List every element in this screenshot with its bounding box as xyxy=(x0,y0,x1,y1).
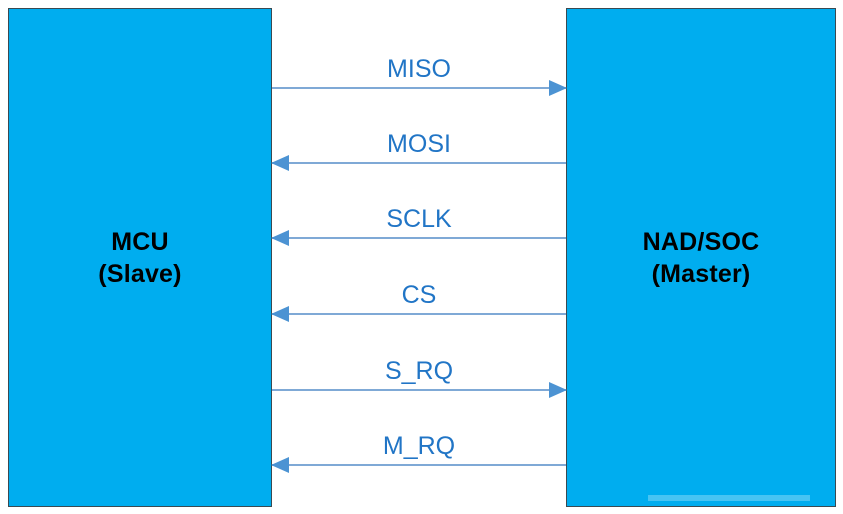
node-nad-soc-role: (Master) xyxy=(651,259,751,288)
node-nad-soc[interactable]: NAD/SOC (Master) xyxy=(566,8,836,507)
node-mcu[interactable]: MCU (Slave) xyxy=(8,8,272,507)
arrow-left-icon xyxy=(271,457,289,473)
node-mcu-name: MCU xyxy=(111,227,169,256)
arrow-right-icon xyxy=(549,382,567,398)
signal-m-rq-wire xyxy=(272,464,566,466)
node-nad-soc-name: NAD/SOC xyxy=(642,227,760,256)
arrow-right-icon xyxy=(549,80,567,96)
signal-sclk-wire xyxy=(272,237,566,239)
signal-s-rq-label: S_RQ xyxy=(384,357,454,385)
arrow-left-icon xyxy=(271,230,289,246)
signal-miso-label: MISO xyxy=(387,55,451,83)
signal-miso-wire xyxy=(272,87,566,89)
signal-m-rq-label: M_RQ xyxy=(382,432,456,460)
signal-sclk-label: SCLK xyxy=(386,205,452,233)
arrow-left-icon xyxy=(271,155,289,171)
signal-cs-wire xyxy=(272,313,566,315)
signal-mosi-label: MOSI xyxy=(387,130,451,158)
node-mcu-role: (Slave) xyxy=(98,259,182,288)
signal-mosi-wire xyxy=(272,162,566,164)
arrow-left-icon xyxy=(271,306,289,322)
signal-s-rq-wire xyxy=(272,389,566,391)
signal-cs-label: CS xyxy=(401,281,437,309)
image-artifact xyxy=(648,495,810,501)
